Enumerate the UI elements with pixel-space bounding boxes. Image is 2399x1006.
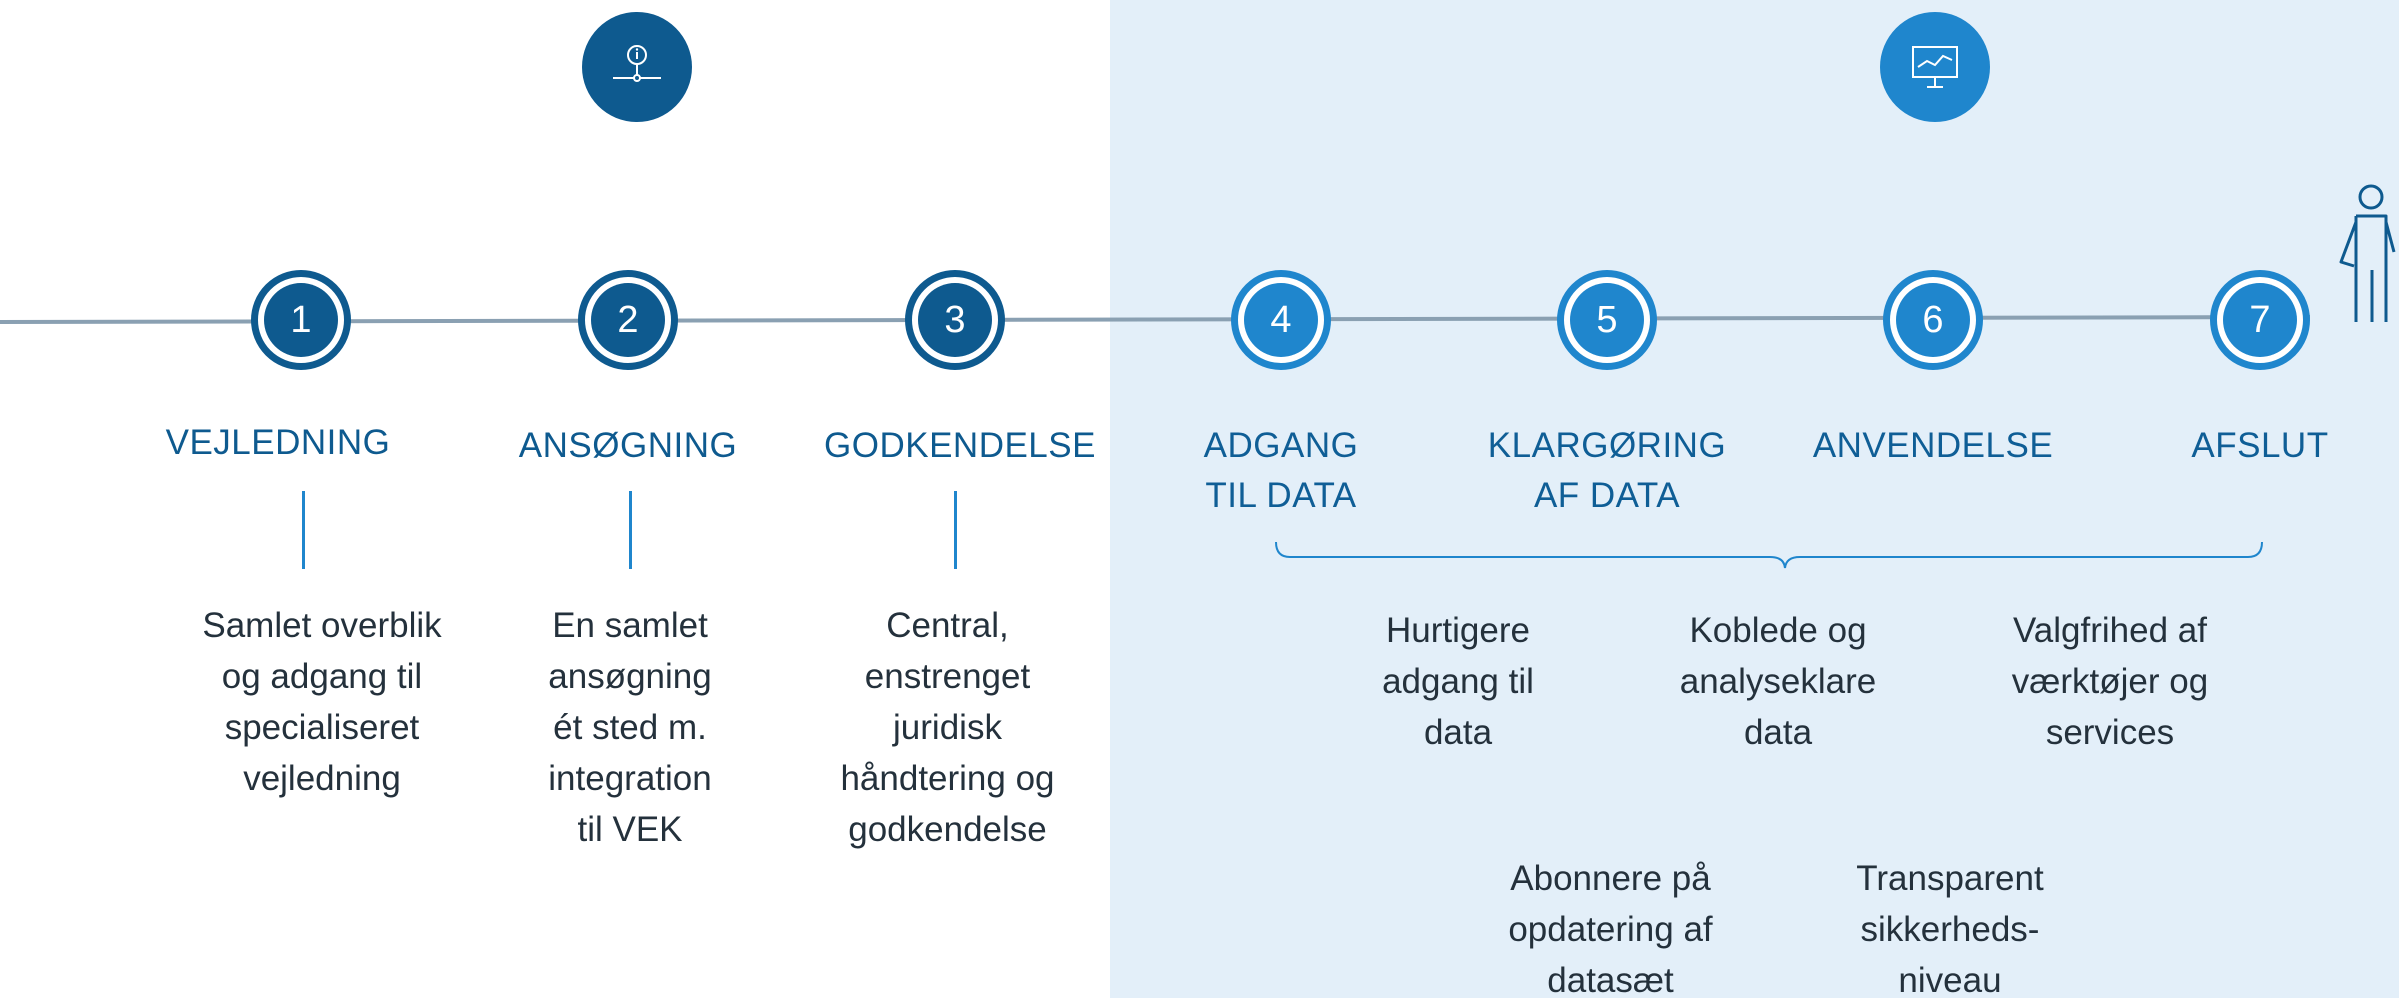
connector-3 (954, 491, 957, 569)
step-number: 6 (1896, 283, 1970, 357)
step-3: 3 (905, 270, 1005, 370)
step-7: 7 (2210, 270, 2310, 370)
presentation-chart-icon (1880, 12, 1990, 122)
step-2: 2 (578, 270, 678, 370)
step-number: 4 (1244, 283, 1318, 357)
person-icon (2336, 182, 2396, 332)
step-6-heading: ANVENDELSE (1812, 426, 2054, 465)
benefit-subscribe: Abonnere på opdatering af datasæt (1508, 859, 1713, 1000)
heading-line: KLARGØRING (1487, 426, 1727, 465)
heading-line: TIL DATA (1205, 476, 1357, 515)
step-number: 5 (1570, 283, 1644, 357)
step-3-heading: GODKENDELSE (824, 426, 1096, 465)
step-1: 1 (251, 270, 351, 370)
step-7-heading: AFSLUT (2191, 426, 2329, 465)
step-number: 2 (591, 283, 665, 357)
benefit-faster-access: Hurtigere adgang til data (1382, 611, 1534, 752)
step-4: 4 (1231, 270, 1331, 370)
step-5-heading: KLARGØRING AF DATA (1477, 421, 1737, 521)
step-number: 1 (264, 283, 338, 357)
step-3-description: Central, enstrenget juridisk håndtering … (840, 606, 1055, 849)
step-4-heading: ADGANG TIL DATA (1151, 421, 1411, 521)
heading-line: AF DATA (1533, 476, 1681, 515)
step-6: 6 (1883, 270, 1983, 370)
connector-1 (302, 491, 305, 569)
step-2-description: En samlet ansøgning ét sted m. integrati… (548, 606, 712, 849)
info-node-icon (582, 12, 692, 122)
benefit-tool-choice: Valgfrihed af værktøjer og services (2011, 611, 2209, 752)
step-1-heading: VEJLEDNING (165, 423, 391, 462)
heading-line: ADGANG (1203, 426, 1359, 465)
step-number: 3 (918, 283, 992, 357)
benefit-security-level: Transparent sikkerheds- niveau (1856, 859, 2044, 1000)
step-number: 7 (2223, 283, 2297, 357)
benefit-linked-data: Koblede og analyseklare data (1679, 611, 1877, 752)
data-phase-panel (1110, 0, 2399, 998)
step-5: 5 (1557, 270, 1657, 370)
step-1-description: Samlet overblik og adgang til specialise… (202, 606, 442, 798)
connector-2 (629, 491, 632, 569)
step-2-heading: ANSØGNING (518, 426, 738, 465)
